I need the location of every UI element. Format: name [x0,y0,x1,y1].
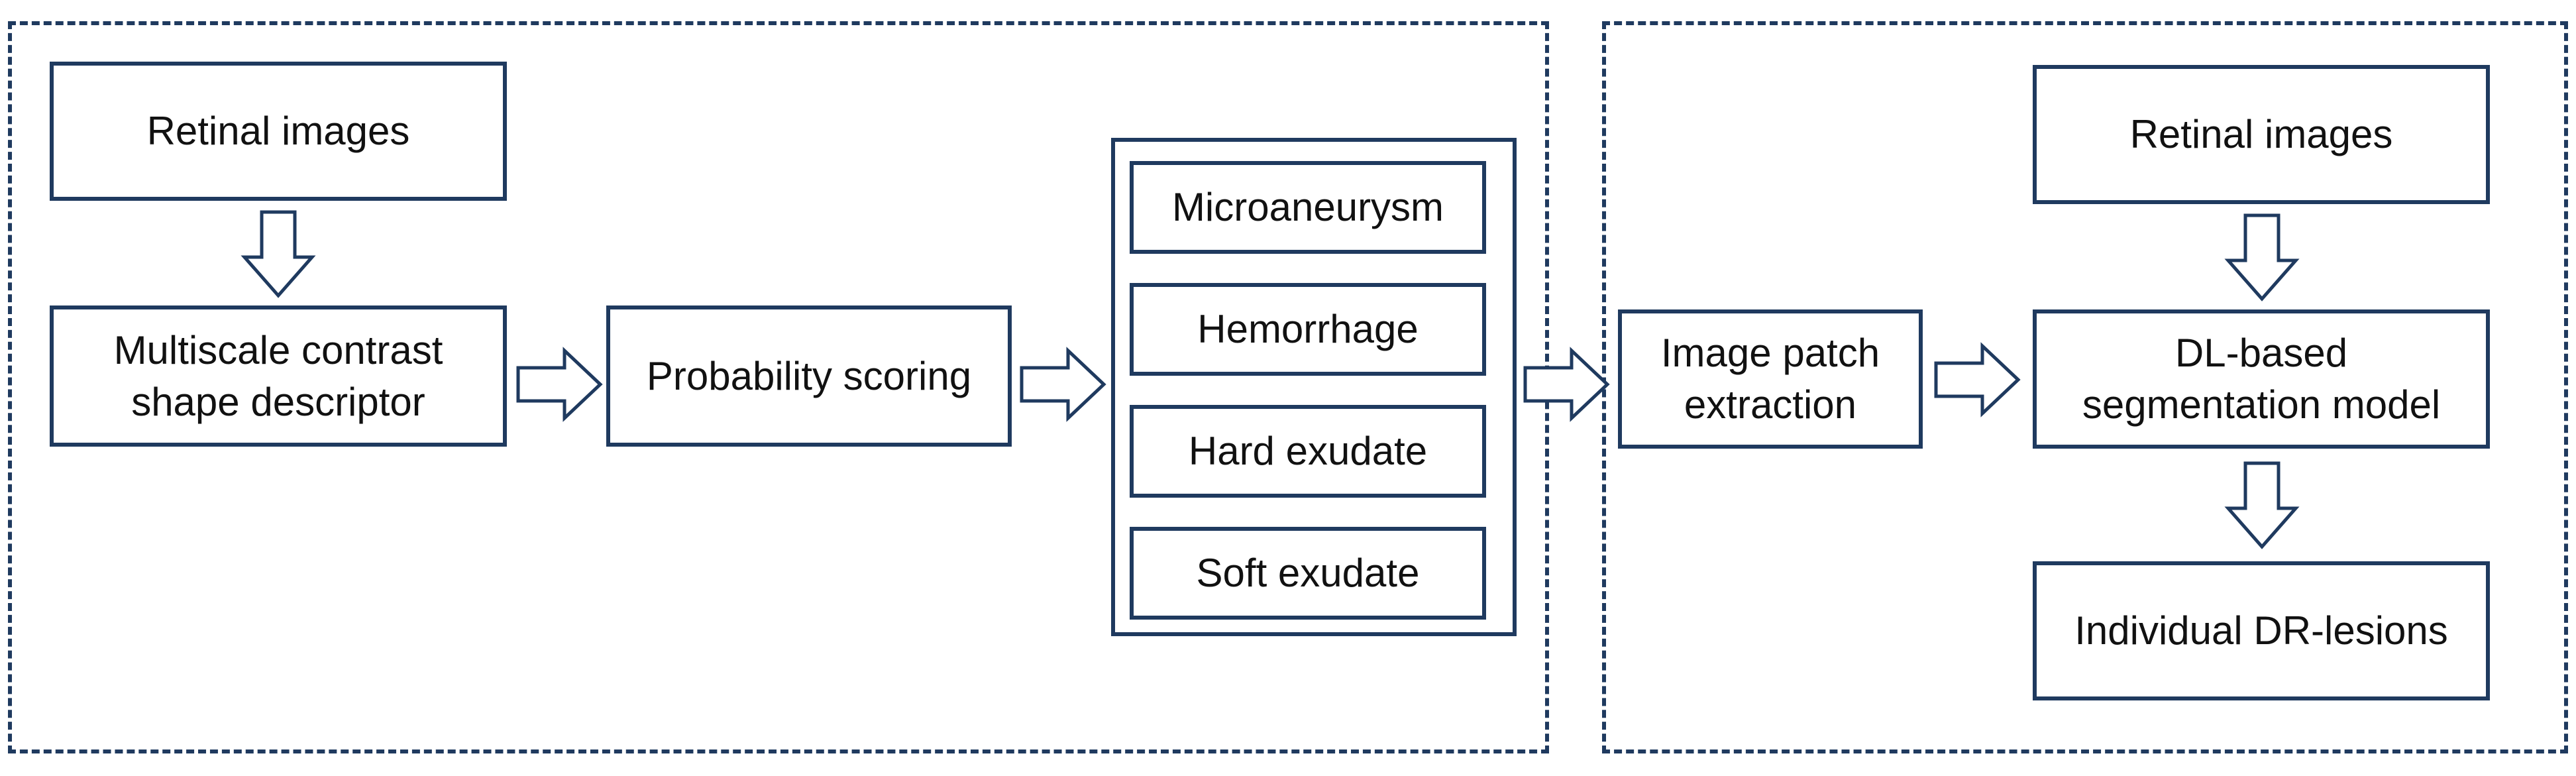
patch-extraction-box: Image patch extraction [1618,309,1923,449]
retinal-images-label-right: Retinal images [2129,112,2393,156]
lesion-hard-exudate-box: Hard exudate [1130,405,1486,498]
retinal-images-box-left: Retinal images [50,62,507,201]
arrow-right-icon [1020,347,1106,422]
individual-dr-lesions-label: Individual DR-lesions [2074,608,2448,653]
lesion-microaneurysm-box: Microaneurysm [1130,161,1486,254]
lesion-soft-exudate-box: Soft exudate [1130,527,1486,620]
retinal-images-label-left: Retinal images [146,109,410,153]
arrow-down-icon [2224,213,2300,302]
lesion-hemorrhage-box: Hemorrhage [1130,283,1486,376]
multiscale-descriptor-box: Multiscale contrast shape descriptor [50,305,507,447]
arrow-right-icon [1523,347,1610,422]
arrow-right-icon [1934,342,2021,417]
arrow-down-icon [2224,461,2300,549]
lesion-hard-exudate-label: Hard exudate [1188,429,1428,473]
arrow-down-icon [241,210,316,298]
lesion-microaneurysm-label: Microaneurysm [1171,185,1444,229]
probability-scoring-label: Probability scoring [646,353,972,398]
segmentation-model-label-line-2: segmentation model [2082,382,2441,427]
retinal-images-box-right: Retinal images [2033,65,2490,204]
patch-extraction-label-line-1: Image patch [1660,331,1880,375]
individual-dr-lesions-box: Individual DR-lesions [2033,561,2490,700]
probability-scoring-box: Probability scoring [606,305,1012,447]
descriptor-label-line-2: shape descriptor [131,379,425,424]
arrow-right-icon [516,347,603,422]
lesion-hemorrhage-label: Hemorrhage [1197,307,1419,351]
lesion-soft-exudate-label: Soft exudate [1196,551,1420,595]
segmentation-model-label-line-1: DL-based [2174,331,2348,375]
segmentation-model-box: DL-based segmentation model [2033,309,2490,449]
patch-extraction-label-line-2: extraction [1684,382,1857,427]
descriptor-label-line-1: Multiscale contrast [113,327,443,372]
